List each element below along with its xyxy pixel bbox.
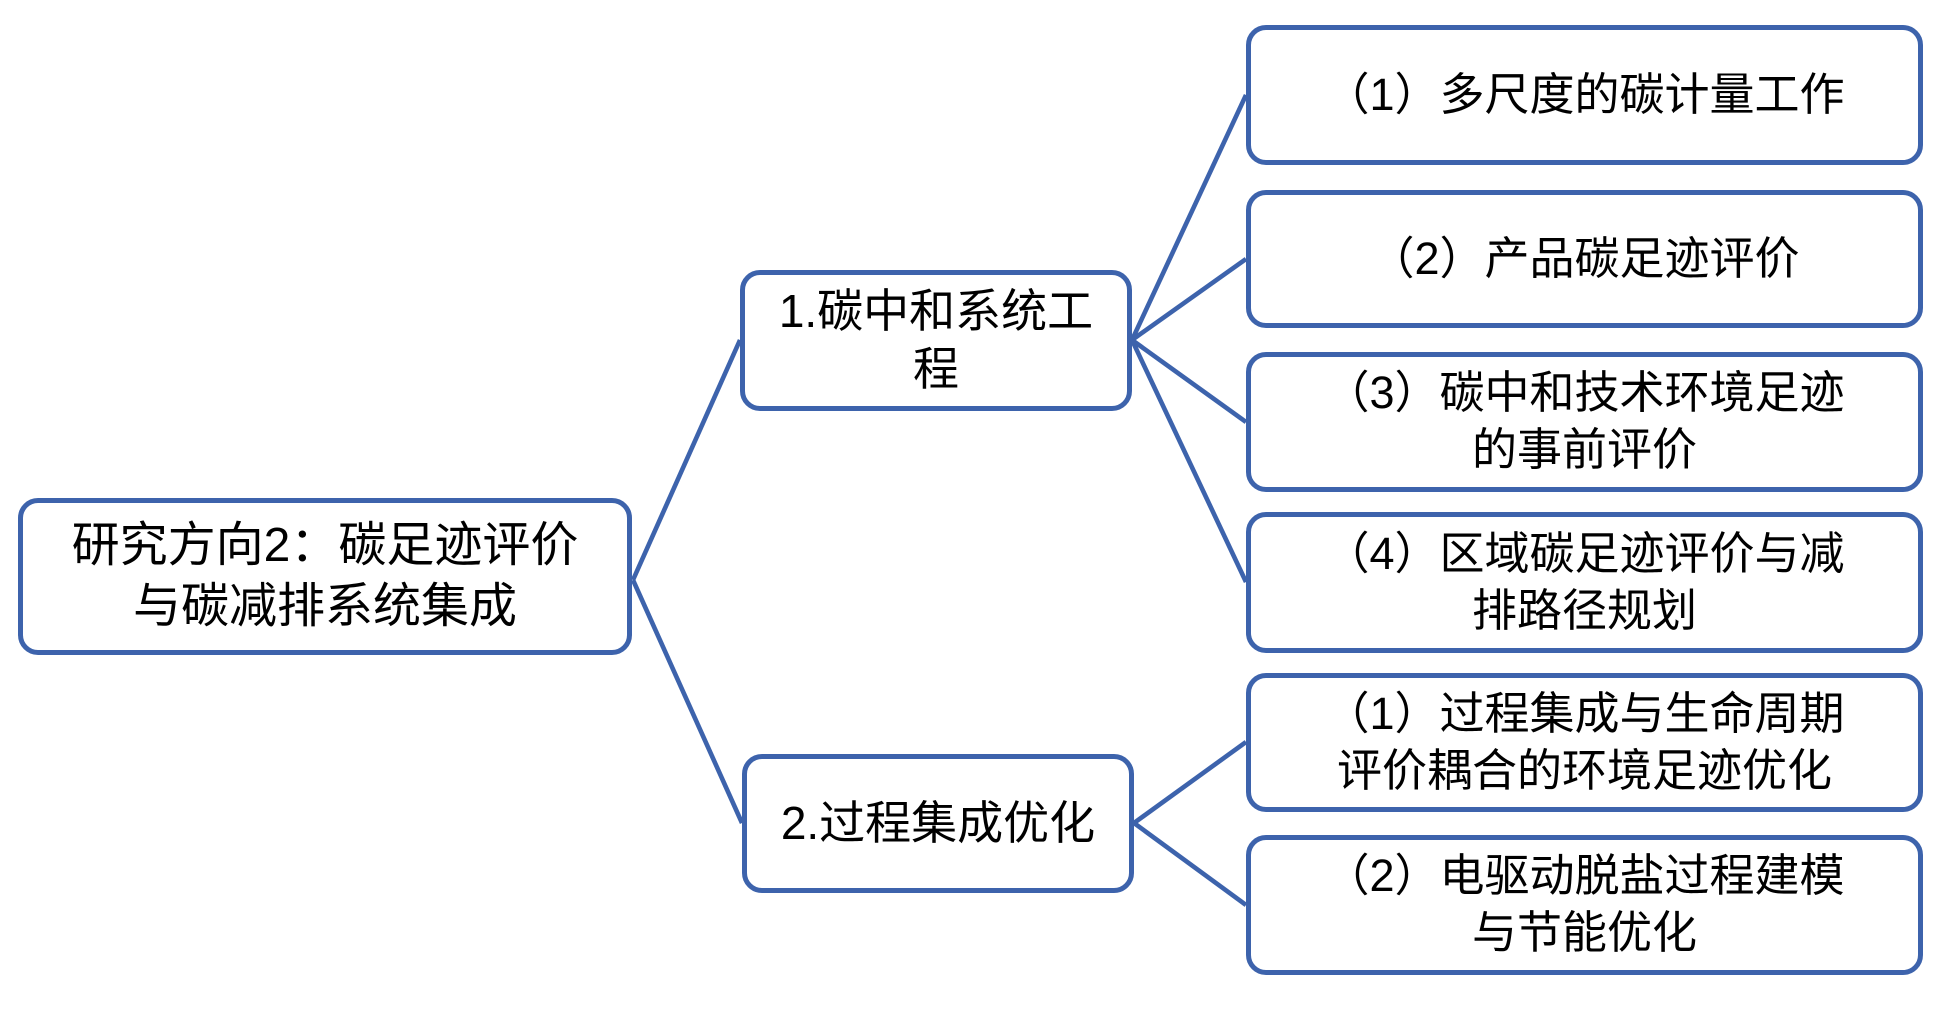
leaf-node-product-carbon-footprint-evaluation: （2）产品碳足迹评价	[1246, 190, 1923, 328]
connector-branch1-leaf4	[1129, 339, 1249, 583]
connector-branch2-leaf1	[1132, 740, 1248, 825]
connector-branch1-leaf1	[1129, 94, 1249, 341]
leaf-node-multiscale-carbon-accounting: （1）多尺度的碳计量工作	[1246, 25, 1923, 165]
leaf-node-process-integration-lca-footprint-optimization: （1）过程集成与生命周期 评价耦合的环境足迹优化	[1246, 673, 1923, 812]
branch-node-process-integration-optimization: 2.过程集成优化	[742, 754, 1134, 893]
leaf-node-regional-carbon-footprint-pathway-planning: （4）区域碳足迹评价与减 排路径规划	[1246, 512, 1923, 653]
leaf-node-ex-ante-environmental-footprint-evaluation: （3）碳中和技术环境足迹 的事前评价	[1246, 352, 1923, 492]
root-node-research-direction-2: 研究方向2：碳足迹评价 与碳减排系统集成	[18, 498, 632, 655]
connector-branch1-leaf3	[1130, 338, 1248, 424]
leaf-node-electrodriven-desalination-modeling-optimization: （2）电驱动脱盐过程建模 与节能优化	[1246, 835, 1923, 975]
connector-root-branch1	[630, 339, 743, 581]
branch-node-carbon-neutral-systems-engineering: 1.碳中和系统工 程	[740, 270, 1132, 411]
connector-branch1-leaf2	[1130, 257, 1248, 342]
connector-branch2-leaf2	[1132, 821, 1248, 907]
connector-root-branch2	[630, 579, 745, 824]
